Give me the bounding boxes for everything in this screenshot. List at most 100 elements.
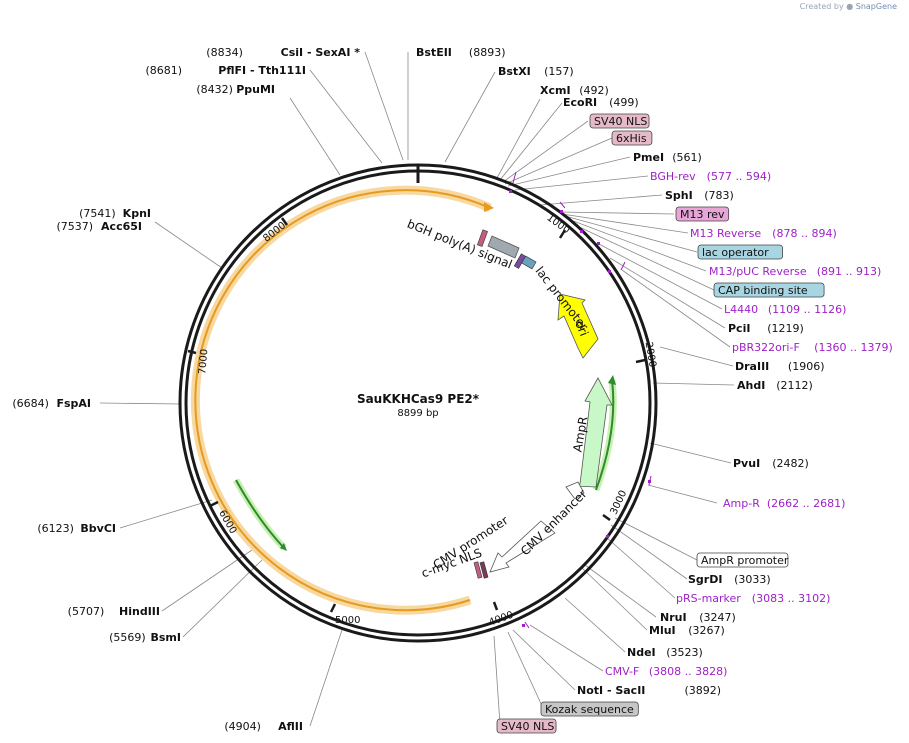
site-position: (561) bbox=[672, 151, 702, 164]
feature-box bbox=[611, 130, 653, 146]
enzyme-name: NotI - SacII bbox=[577, 684, 645, 697]
ampr-label: AmpR bbox=[570, 415, 590, 453]
map-label-sv40-nls-top: SV40 NLS bbox=[589, 113, 650, 129]
cmv-enhancer-label: CMV enhancer bbox=[518, 487, 590, 559]
site-position: (783) bbox=[704, 189, 734, 202]
enzyme-name: FspAI bbox=[56, 397, 91, 410]
site-position: (1219) bbox=[767, 322, 804, 335]
enzyme-name: PmeI bbox=[633, 151, 664, 164]
map-label-kozak: Kozak sequence bbox=[540, 701, 639, 717]
map-label-fspai: FspAI (6684) bbox=[12, 397, 91, 410]
map-label-bbvci: BbvCI (6123) bbox=[37, 522, 116, 535]
map-label-draiii: DraIII(1906) bbox=[735, 360, 824, 373]
map-label-ppumi: PpuMI(8432) bbox=[196, 83, 275, 96]
enzyme-name: BsmI bbox=[151, 631, 182, 644]
feature-box-label: Kozak sequence bbox=[545, 703, 634, 716]
cmv-enhancer-arrow bbox=[489, 520, 556, 573]
feature-box-label: lac operator bbox=[702, 246, 769, 259]
ampr-arrow bbox=[573, 377, 613, 488]
map-label-ahdi: AhdI (2112) bbox=[737, 379, 813, 392]
map-label-hindiii: HindIII(5707) bbox=[68, 605, 160, 618]
site-position: (6123) bbox=[37, 522, 74, 535]
site-position: (3267) bbox=[688, 624, 725, 637]
map-label-sgrdi: SgrDI(3033) bbox=[688, 573, 771, 586]
map-label-bstxi: BstXI(157) bbox=[498, 65, 574, 78]
enzyme-name: HindIII bbox=[119, 605, 160, 618]
enzyme-name: BstXI bbox=[498, 65, 531, 78]
site-position: (3523) bbox=[666, 646, 703, 659]
site-position: (8893) bbox=[469, 46, 506, 59]
site-position: (891 .. 913) bbox=[817, 265, 882, 278]
map-label-pbr322ori: pBR322ori-F(1360 .. 1379) bbox=[732, 341, 893, 354]
enzyme-name: PflFI - Tth111I bbox=[218, 64, 306, 77]
site-position: (2662 .. 2681) bbox=[767, 497, 846, 510]
snapgene-logo-icon: ● bbox=[846, 2, 854, 11]
map-label-aflii: AflII(4904) bbox=[224, 720, 303, 733]
map-label-bsteii: BstEII (8893) bbox=[416, 46, 505, 59]
enzyme-name: MluI bbox=[649, 624, 676, 637]
enzyme-name: PciI bbox=[728, 322, 750, 335]
map-label-bgh-rev: BGH-rev(577 .. 594) bbox=[650, 170, 771, 183]
enzyme-name: NruI bbox=[660, 611, 687, 624]
feature-box bbox=[540, 701, 639, 717]
green-arrow-right-line bbox=[595, 379, 615, 491]
cmyc-marker-2 bbox=[479, 561, 489, 579]
site-position: (1360 .. 1379) bbox=[814, 341, 893, 354]
enzyme-name: AflII bbox=[278, 720, 303, 733]
primer-name: BGH-rev bbox=[650, 170, 696, 183]
site-position: (2112) bbox=[776, 379, 813, 392]
feature-box-label: SV40 NLS bbox=[594, 115, 647, 128]
plasmid-size: 8899 bp bbox=[397, 408, 438, 419]
lac-box bbox=[521, 255, 537, 270]
green-arrowhead-left bbox=[280, 543, 287, 551]
cmyc-marker-1 bbox=[473, 561, 483, 579]
credit-brand: SnapGene bbox=[855, 2, 897, 11]
green-arrowhead-right bbox=[608, 375, 616, 385]
enzyme-name: Acc65I bbox=[101, 220, 142, 233]
enzyme-name: CsiI - SexAI * bbox=[281, 46, 361, 59]
green-arrow-left-line bbox=[235, 479, 285, 549]
ori-label: ori bbox=[572, 318, 591, 338]
map-label-cmv-f: CMV-F(3808 .. 3828) bbox=[605, 665, 727, 678]
map-label-kpni: KpnI(7541) bbox=[79, 207, 151, 220]
map-label-sphi: SphI(783) bbox=[665, 189, 734, 202]
feature-box-label: M13 rev bbox=[680, 208, 725, 221]
site-position: (5569) bbox=[109, 631, 146, 644]
site-position: (492) bbox=[579, 84, 609, 97]
primer-name: L4440 bbox=[724, 303, 758, 316]
map-label-m13-rev: M13 rev bbox=[675, 206, 730, 222]
enzyme-name: XcmI bbox=[540, 84, 571, 97]
enzyme-name: BstEII bbox=[416, 46, 452, 59]
map-label-pmei: PmeI (561) bbox=[633, 151, 702, 164]
enzyme-name: PpuMI bbox=[236, 83, 275, 96]
bgh-polya-box bbox=[487, 235, 520, 259]
enzyme-name: AhdI bbox=[737, 379, 765, 392]
site-position: (8681) bbox=[145, 64, 182, 77]
primer-name: M13 Reverse bbox=[690, 227, 761, 240]
map-label-pcii: PciI (1219) bbox=[728, 322, 804, 335]
credit-prefix: Created by bbox=[799, 2, 844, 11]
site-position: (3808 .. 3828) bbox=[649, 665, 728, 678]
site-position: (1109 .. 1126) bbox=[768, 303, 847, 316]
cas9-feature-line bbox=[194, 189, 491, 612]
map-label-amp-r: Amp-R(2662 .. 2681) bbox=[723, 497, 845, 510]
map-label-bsmi: BsmI (5569) bbox=[109, 631, 181, 644]
site-position: (2482) bbox=[772, 457, 809, 470]
tick-label: 7000 bbox=[197, 349, 210, 375]
feature-box bbox=[675, 206, 730, 222]
primer-name: M13/pUC Reverse bbox=[709, 265, 807, 278]
plasmid-name: SauKKHCas9 PE2* bbox=[357, 392, 480, 406]
enzyme-name: BbvCI bbox=[80, 522, 116, 535]
map-label-sv40-nls-bottom: SV40 NLS bbox=[496, 718, 557, 734]
ori-arrow bbox=[557, 293, 599, 359]
tick-label: 2000 bbox=[643, 341, 658, 368]
leader-lines bbox=[99, 51, 735, 727]
site-position: (6684) bbox=[12, 397, 49, 410]
enzyme-name: EcoRI bbox=[563, 96, 597, 109]
map-label-l4440: L4440 (1109 .. 1126) bbox=[724, 303, 846, 316]
snapgene-credit: Created by ● SnapGene bbox=[800, 2, 897, 11]
site-position: (878 .. 894) bbox=[772, 227, 837, 240]
site-position: (499) bbox=[609, 96, 639, 109]
map-label-ecori: EcoRI (499) bbox=[563, 96, 639, 109]
